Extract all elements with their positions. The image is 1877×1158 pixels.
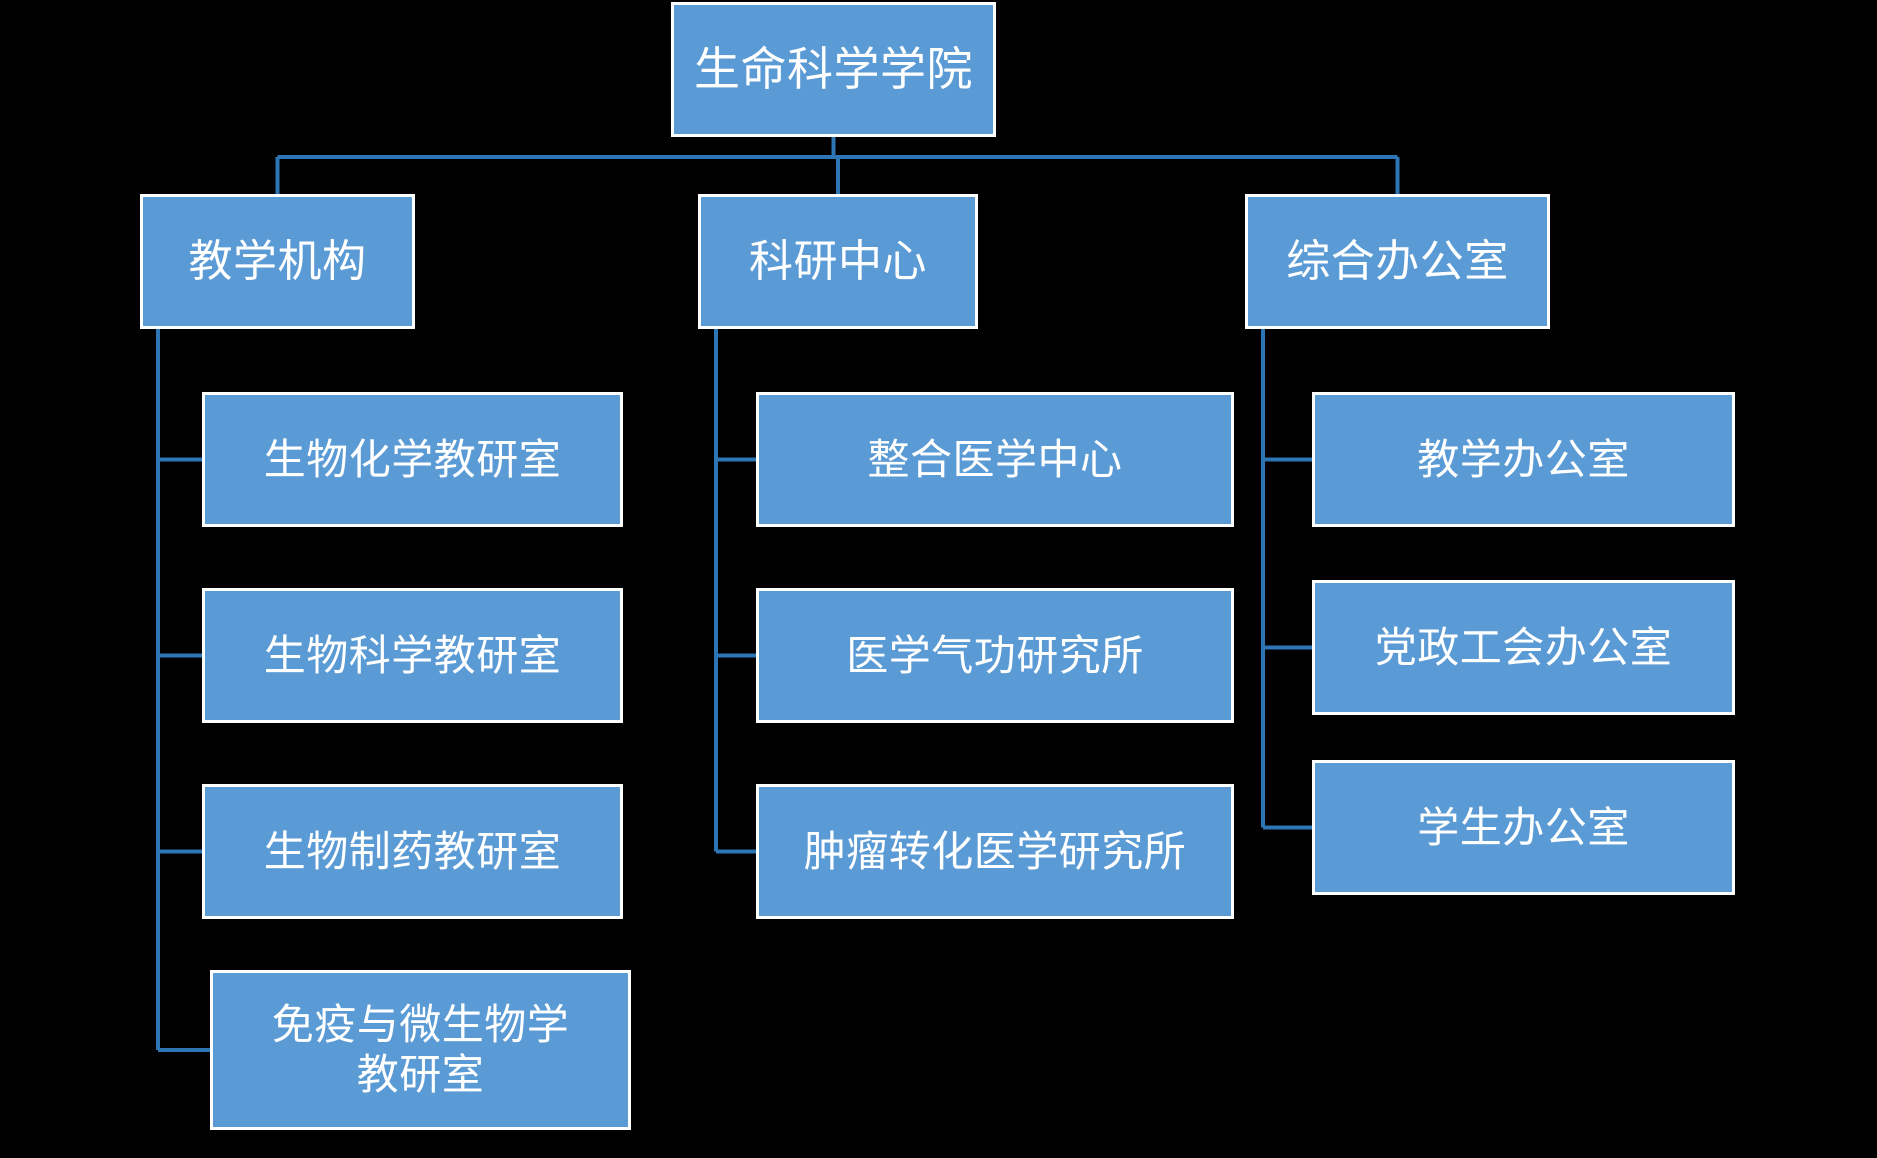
org-node-b2[interactable]: 科研中心	[698, 194, 978, 329]
org-node-b1c1[interactable]: 生物化学教研室	[202, 392, 623, 527]
org-node-b2c1[interactable]: 整合医学中心	[756, 392, 1234, 527]
org-node-b2c3[interactable]: 肿瘤转化医学研究所	[756, 784, 1234, 919]
org-node-b3c1[interactable]: 教学办公室	[1312, 392, 1735, 527]
org-node-b2c2[interactable]: 医学气功研究所	[756, 588, 1234, 723]
org-node-b3[interactable]: 综合办公室	[1245, 194, 1550, 329]
org-node-b1c3[interactable]: 生物制药教研室	[202, 784, 623, 919]
org-node-b1c4[interactable]: 免疫与微生物学 教研室	[210, 970, 631, 1130]
org-node-b3c3[interactable]: 学生办公室	[1312, 760, 1735, 895]
org-node-b1c2[interactable]: 生物科学教研室	[202, 588, 623, 723]
org-node-b3c2[interactable]: 党政工会办公室	[1312, 580, 1735, 715]
org-node-b1[interactable]: 教学机构	[140, 194, 415, 329]
org-node-root[interactable]: 生命科学学院	[671, 2, 996, 137]
